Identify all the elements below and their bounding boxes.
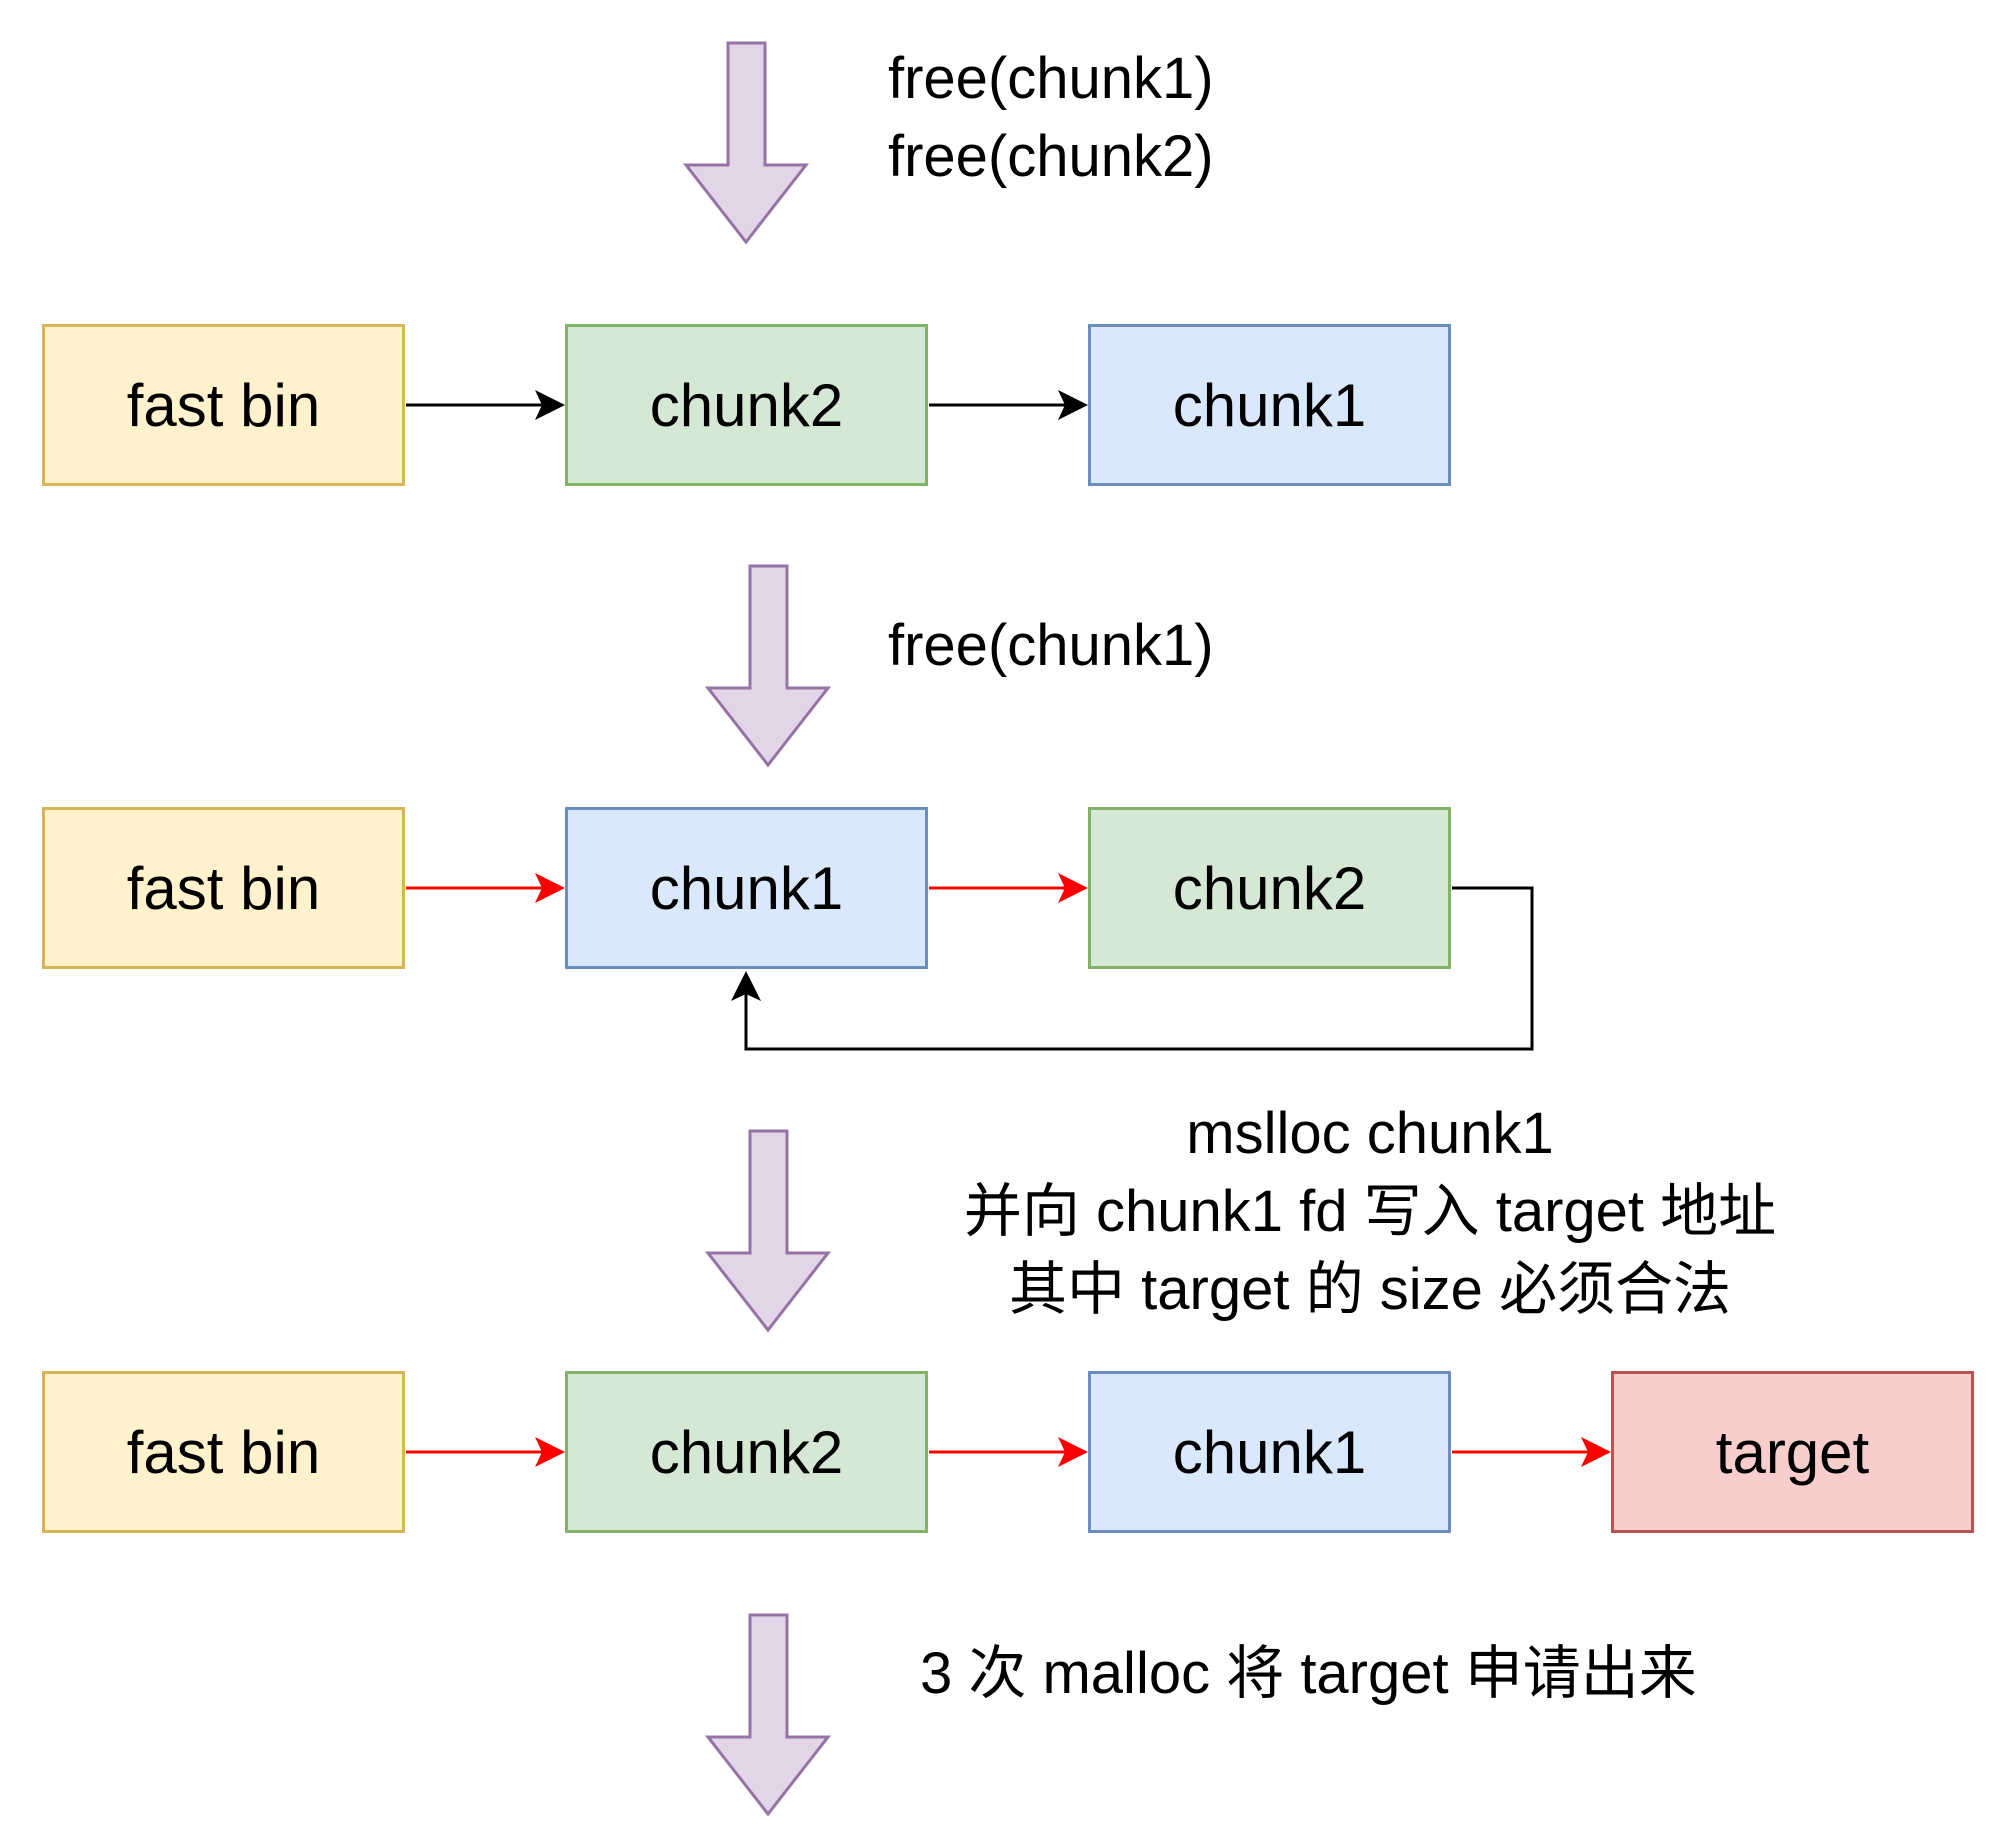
arrowhead-chunk2-to-chunk1 xyxy=(1058,390,1088,420)
step-arrow-4 xyxy=(704,1613,832,1817)
row2-node-chunk2: chunk2 xyxy=(1088,807,1451,969)
step4-label: 3 次 malloc 将 target 申请出来 xyxy=(920,1641,1697,1706)
row2-node-fastbin: fast bin xyxy=(42,807,405,969)
row2-node-chunk1: chunk1 xyxy=(565,807,928,969)
step3-label-line1: mslloc chunk1 xyxy=(1186,1101,1554,1166)
arrowhead-chunk2-to-chunk1-red xyxy=(1058,1437,1088,1467)
row1-node-chunk2: chunk2 xyxy=(565,324,928,486)
arrowhead-fastbin-to-chunk2 xyxy=(535,390,565,420)
arrowhead-fastbin-to-chunk1-red xyxy=(535,873,565,903)
step1-label: free(chunk1) free(chunk2) xyxy=(888,40,1214,196)
row3-node-chunk2: chunk2 xyxy=(565,1371,928,1533)
arrowhead-chunk1-to-target-red xyxy=(1581,1437,1611,1467)
step3-label: mslloc chunk1 并向 chunk1 fd 写入 target 地址 … xyxy=(964,1095,1776,1329)
row1-node-fastbin: fast bin xyxy=(42,324,405,486)
arrowhead-loop-to-chunk1 xyxy=(731,971,761,1001)
step-arrow-1 xyxy=(682,41,810,245)
row3-node-chunk1: chunk1 xyxy=(1088,1371,1451,1533)
row1-node-chunk1: chunk1 xyxy=(1088,324,1451,486)
step3-label-line2: 并向 chunk1 fd 写入 target 地址 xyxy=(963,1179,1777,1244)
row3-node-target: target xyxy=(1611,1371,1974,1533)
row3-node-fastbin: fast bin xyxy=(42,1371,405,1533)
step3-label-line3: 其中 target 的 size 必须合法 xyxy=(1009,1257,1731,1322)
step2-label: free(chunk1) xyxy=(888,613,1214,678)
arrowhead-chunk1-to-chunk2-red xyxy=(1058,873,1088,903)
arrowhead-fastbin-to-chunk2-red xyxy=(535,1437,565,1467)
step-arrow-3 xyxy=(704,1129,832,1333)
step-arrow-2 xyxy=(704,564,832,768)
step1-label-line1: free(chunk1) xyxy=(888,46,1214,111)
step1-label-line2: free(chunk2) xyxy=(888,124,1214,189)
row1-edges xyxy=(406,390,1088,420)
row3-edges xyxy=(406,1437,1611,1467)
edge-chunk2-loop-to-chunk1 xyxy=(744,886,1534,1051)
row2-edges xyxy=(406,873,1534,1051)
